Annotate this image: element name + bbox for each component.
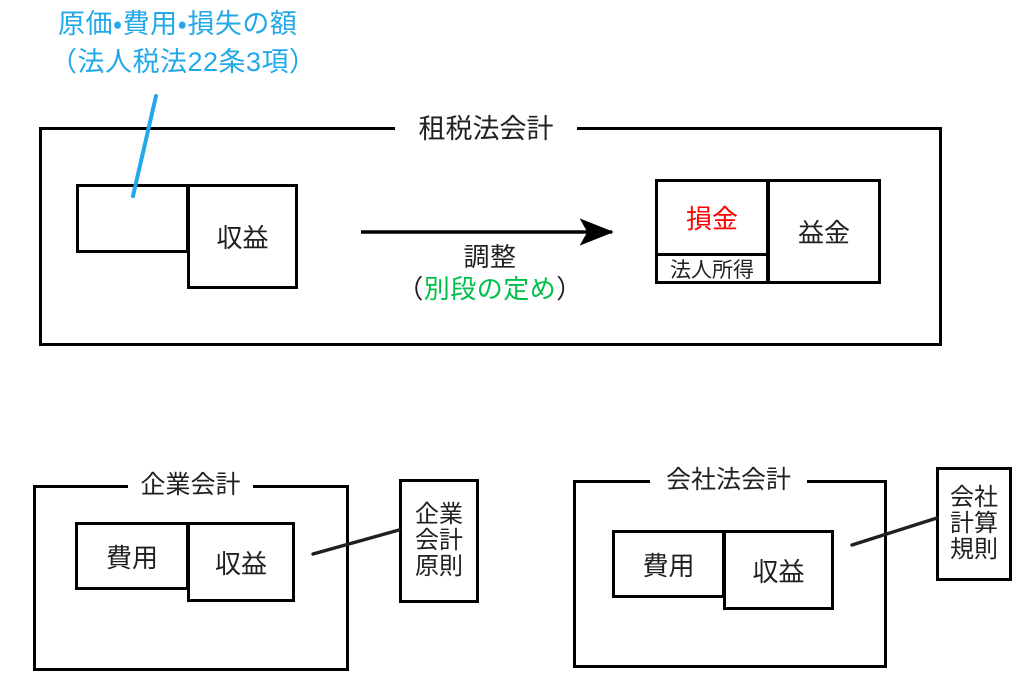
company-law-caption-notch xyxy=(650,475,807,484)
tax-left-expense-cell xyxy=(76,184,189,253)
corporate-card-line-2: 会計 xyxy=(415,527,463,555)
company-law-revenue-cell: 収益 xyxy=(723,530,834,610)
annotation-line-2: （法人税法22条3項） xyxy=(50,47,317,78)
tax-right-loss-cell: 損金 xyxy=(655,179,769,256)
company-card-line-3: 規則 xyxy=(950,535,998,563)
annotation-line-1: 原価・費用・損失の額 xyxy=(58,9,298,40)
special-provision-label: （別段の定め） xyxy=(397,272,583,306)
corporate-revenue-cell: 収益 xyxy=(187,522,295,602)
corporate-card-line-1: 企業 xyxy=(415,501,463,529)
paren-open: （ xyxy=(397,273,424,304)
tax-left-revenue-cell: 収益 xyxy=(187,184,298,289)
company-law-expense-cell: 費用 xyxy=(612,530,725,598)
corporate-accounting-group-caption: 企業会計 xyxy=(140,471,241,499)
tax-accounting-group-caption: 租税法会計 xyxy=(418,113,554,144)
paren-close: ） xyxy=(556,273,583,304)
tax-group-caption-notch xyxy=(395,122,577,131)
tax-right-profit-cell: 益金 xyxy=(767,179,881,284)
company-card-line-1: 会社 xyxy=(950,484,998,512)
company-calculation-rules-card: 会社 計算 規則 xyxy=(936,467,1012,581)
company-card-line-2: 計算 xyxy=(950,510,998,538)
company-law-group-caption: 会社法会計 xyxy=(665,466,791,494)
corporate-accounting-principles-card: 企業 会計 原則 xyxy=(399,479,479,603)
special-provision-text: 別段の定め xyxy=(423,273,557,304)
corporate-card-line-3: 原則 xyxy=(415,552,463,580)
corporate-expense-cell: 費用 xyxy=(75,522,189,590)
tax-right-corporate-income-cell: 法人所得 xyxy=(655,253,769,284)
corporate-group-caption-notch xyxy=(128,480,253,489)
adjustment-label: 調整 xyxy=(463,241,517,272)
